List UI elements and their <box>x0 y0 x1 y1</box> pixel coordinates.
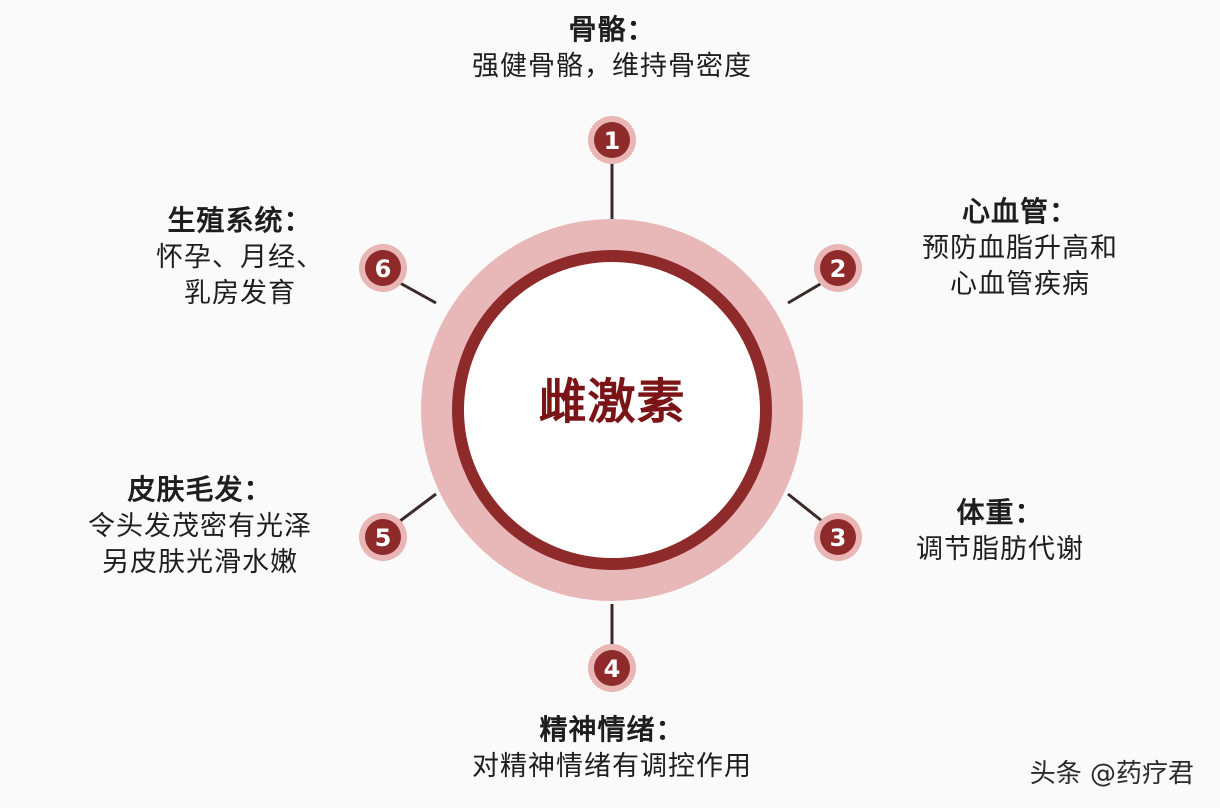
badge-5 <box>359 513 407 561</box>
badge-2 <box>814 244 862 292</box>
label-mood: 精神情绪： 对精神情绪有调控作用 <box>412 712 812 785</box>
label-desc: 另皮肤光滑水嫩 <box>102 546 298 578</box>
label-cardiovascular: 心血管： 预防血脂升高和 心血管疾病 <box>880 194 1160 302</box>
label-title: 生殖系统： <box>167 204 313 237</box>
label-desc: 怀孕、月经、 <box>156 241 324 273</box>
badge-number-2: 2 <box>830 255 847 283</box>
badge-1 <box>588 116 636 164</box>
label-title: 皮肤毛发： <box>127 473 273 506</box>
label-skin-hair: 皮肤毛发： 令头发茂密有光泽 另皮肤光滑水嫩 <box>50 472 350 580</box>
outer-ring <box>421 219 803 601</box>
badge-number-6: 6 <box>375 255 392 283</box>
label-title: 精神情绪： <box>539 713 685 746</box>
badge-number-5: 5 <box>375 524 392 552</box>
center-title: 雌激素 <box>538 374 686 430</box>
label-desc: 预防血脂升高和 <box>922 232 1118 264</box>
badge-4 <box>588 644 636 692</box>
label-title: 骨骼： <box>568 13 656 46</box>
label-desc: 心血管疾病 <box>950 268 1090 300</box>
label-bone: 骨骼： 强健骨骼，维持骨密度 <box>412 12 812 85</box>
watermark: 头条 @药疗君 <box>1029 759 1194 789</box>
label-reproductive: 生殖系统： 怀孕、月经、 乳房发育 <box>110 203 370 311</box>
badge-6 <box>359 244 407 292</box>
badge-number-1: 1 <box>604 127 621 155</box>
connector-6 <box>399 281 437 305</box>
label-title: 心血管： <box>961 195 1078 228</box>
label-weight: 体重： 调节脂肪代谢 <box>880 495 1120 568</box>
label-desc: 对精神情绪有调控作用 <box>472 750 752 782</box>
label-desc: 调节脂肪代谢 <box>916 533 1084 565</box>
label-desc: 乳房发育 <box>184 277 296 309</box>
inner-ring <box>452 250 772 570</box>
label-desc: 强健骨骼，维持骨密度 <box>472 50 752 82</box>
connector-3 <box>787 492 823 523</box>
connector-2 <box>787 281 823 305</box>
badge-number-3: 3 <box>830 524 847 552</box>
badge-3 <box>814 513 862 561</box>
connector-5 <box>399 492 437 523</box>
badge-number-4: 4 <box>604 655 621 683</box>
label-title: 体重： <box>956 496 1044 529</box>
label-desc: 令头发茂密有光泽 <box>88 510 312 542</box>
